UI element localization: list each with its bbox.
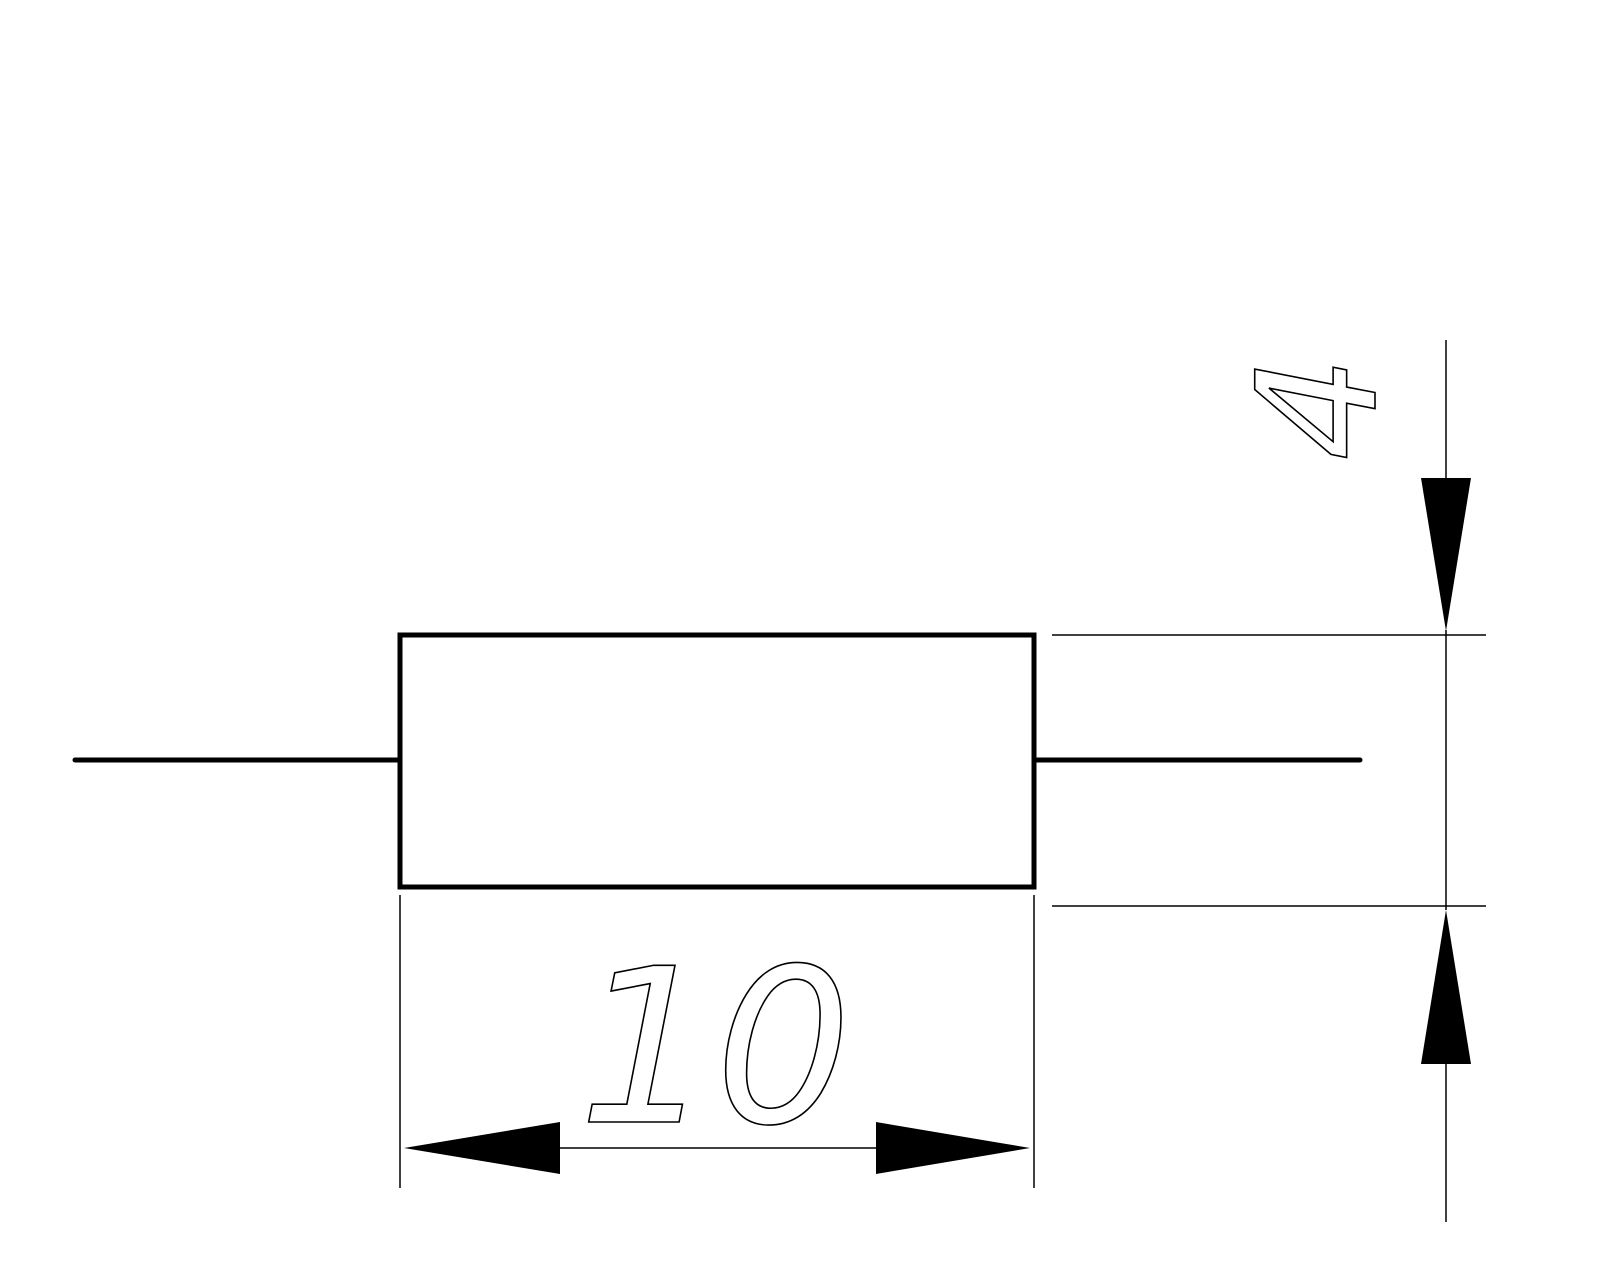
length-arrow-right [876,1122,1030,1174]
length-dimension-label: 10 [578,922,852,1173]
height-dimension-label: 4 [1222,356,1414,461]
resistor-body [397,632,1037,890]
resistor-symbol [72,632,1363,890]
height-arrow-top [1421,478,1471,631]
height-arrow-bottom [1421,910,1471,1064]
length-arrow-left [404,1122,560,1174]
height-dimension: 4 [1052,340,1486,1222]
length-dimension: 10 [399,895,1035,1188]
